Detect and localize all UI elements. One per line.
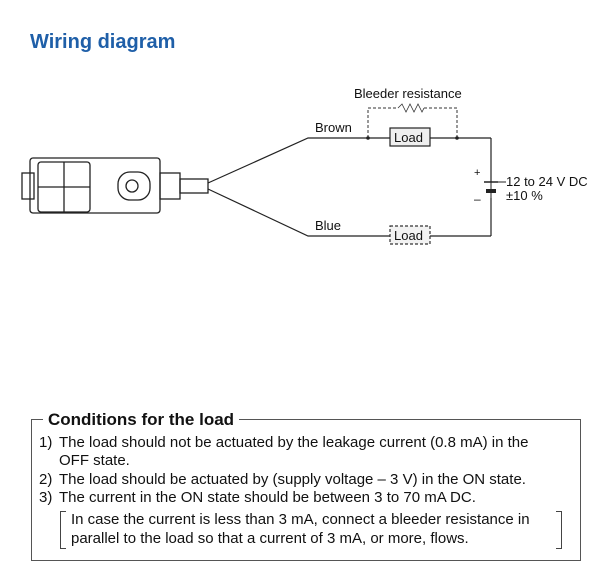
right-bracket — [556, 511, 562, 549]
conditions-box — [31, 419, 581, 561]
bleeder-label: Bleeder resistance — [354, 86, 462, 101]
brown-label: Brown — [315, 120, 352, 135]
wiring-diagram: Bleeder resistance Brown Blue Load Load … — [21, 86, 588, 245]
conditions-heading: Conditions for the load — [43, 410, 240, 430]
load-box-bottom — [389, 225, 431, 245]
condition-number: 1) — [39, 434, 53, 451]
load-label-top: Load — [394, 130, 423, 145]
tolerance-label: ±10 % — [506, 188, 543, 203]
voltage-label: 12 to 24 V DC — [506, 174, 588, 189]
load-label-bottom: Load — [394, 228, 423, 243]
junction-dot — [366, 136, 370, 140]
junction-dot — [455, 136, 459, 140]
condition-text: The load should not be actuated by the l… — [59, 434, 529, 469]
condition-item: 3) The current in the ON state should be… — [39, 489, 579, 507]
condition-number: 2) — [39, 471, 53, 488]
condition-item: 2) The load should be actuated by (suppl… — [39, 471, 579, 489]
battery-symbol — [484, 181, 506, 198]
load-box-top — [389, 127, 431, 147]
condition-item: 1) The load should not be actuated by th… — [39, 434, 579, 470]
brown-wire — [207, 137, 390, 184]
condition-text: The current in the ON state should be be… — [59, 489, 476, 506]
sensor-body — [21, 157, 209, 214]
blue-wire — [207, 188, 390, 237]
left-bracket — [60, 511, 66, 549]
page-title: Wiring diagram — [30, 31, 176, 53]
plus-sign: + — [474, 167, 480, 179]
bleeder-resistance — [367, 103, 458, 138]
condition-number: 3) — [39, 489, 53, 506]
minus-sign: – — [474, 192, 481, 206]
bleeder-note: In case the current is less than 3 mA, c… — [60, 510, 562, 549]
wires — [207, 137, 492, 237]
note-text: In case the current is less than 3 mA, c… — [71, 511, 530, 547]
condition-text: The load should be actuated by (supply v… — [59, 471, 526, 488]
blue-label: Blue — [315, 218, 341, 233]
